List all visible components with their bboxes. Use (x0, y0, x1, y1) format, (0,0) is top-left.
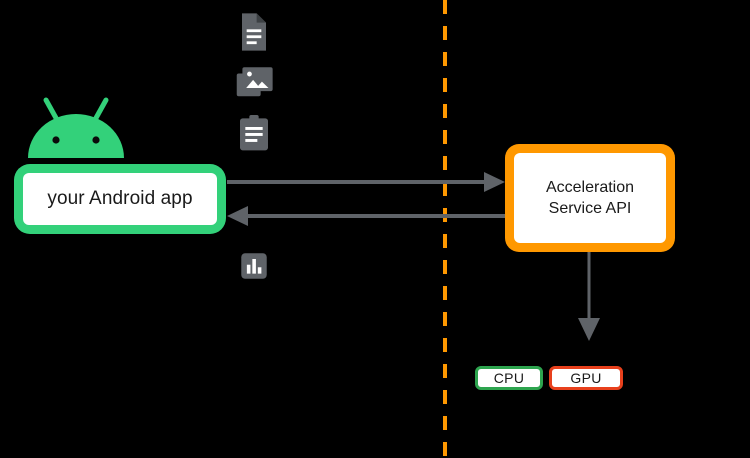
response-arrow (227, 206, 505, 226)
acceleration-service-api-label-line1: Acceleration (545, 178, 635, 196)
clipboard-icon (238, 114, 270, 157)
acceleration-service-api-box[interactable]: Acceleration Service API (505, 144, 675, 252)
your-android-app-box[interactable]: your Android app (14, 164, 226, 234)
cpu-chip-label: CPU (493, 370, 525, 386)
acceleration-service-api-label-line2: Service API (548, 200, 632, 217)
gpu-chip[interactable]: GPU (549, 366, 623, 390)
process-boundary-divider (443, 0, 447, 458)
your-android-app-label: your Android app (47, 188, 193, 209)
request-arrow (227, 172, 505, 192)
cpu-chip[interactable]: CPU (475, 366, 543, 390)
document-icon (238, 12, 270, 57)
delegate-arrow (578, 252, 600, 341)
gpu-chip-label: GPU (570, 370, 602, 386)
your-android-app-box-inner: your Android app (23, 173, 217, 225)
acceleration-service-api-box-inner: Acceleration Service API (514, 153, 666, 243)
android-robot-icon (22, 96, 130, 168)
bar-chart-icon (240, 252, 268, 285)
photo-library-icon (236, 66, 274, 105)
